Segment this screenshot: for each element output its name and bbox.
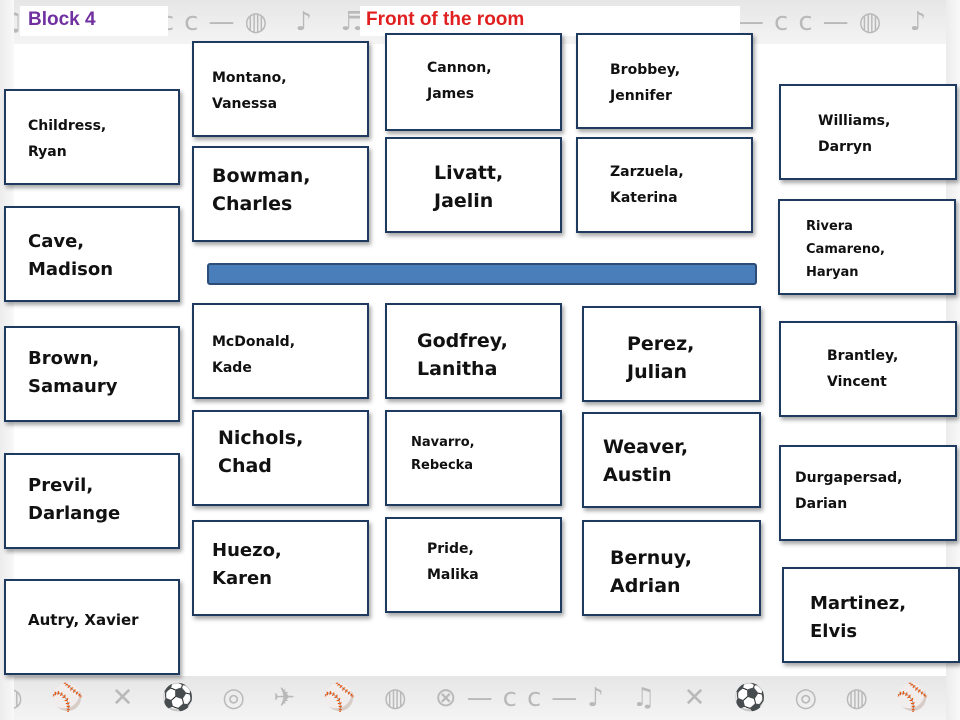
- seat-name: Brantley, Vincent: [827, 348, 899, 390]
- seat-zarzuela: Zarzuela, Katerina: [576, 137, 753, 233]
- seat-name: Huezo, Karen: [212, 540, 282, 589]
- block-label-box: [20, 6, 168, 36]
- seat-name: Godfrey, Lanitha: [417, 330, 508, 380]
- seat-name: Brobbey, Jennifer: [610, 62, 681, 104]
- seat-name: Martinez, Elvis: [810, 593, 907, 642]
- seat-brobbey: Brobbey, Jennifer: [576, 33, 753, 129]
- seat-montano: Montano, Vanessa: [192, 41, 369, 137]
- seat-name: Williams, Darryn: [818, 113, 891, 155]
- seat-name: Autry, Xavier: [28, 611, 139, 629]
- seat-name: Livatt, Jaelin: [434, 162, 504, 212]
- seat-name: Durgapersad, Darian: [795, 470, 903, 512]
- seat-cannon: Cannon, James: [385, 33, 562, 131]
- seat-childress: Childress, Ryan: [4, 89, 180, 185]
- seat-name: Bowman, Charles: [212, 165, 311, 215]
- seat-weaver: Weaver, Austin: [582, 412, 761, 508]
- seat-name: Cave, Madison: [28, 231, 114, 280]
- seat-rivera: Rivera Camareno, Haryan: [778, 199, 956, 295]
- seat-name: Weaver, Austin: [603, 436, 689, 486]
- seat-name: Zarzuela, Katerina: [610, 164, 684, 206]
- seat-name: Brown, Samaury: [28, 348, 118, 397]
- seat-pride: Pride, Malika: [385, 517, 562, 613]
- seat-name: Previl, Darlange: [28, 475, 121, 524]
- block-label: Block 4: [28, 9, 96, 30]
- seat-godfrey: Godfrey, Lanitha: [385, 303, 562, 399]
- seat-cave: Cave, Madison: [4, 206, 180, 302]
- seat-previl: Previl, Darlange: [4, 453, 180, 549]
- front-label-box: [360, 6, 740, 36]
- seat-durgapersad: Durgapersad, Darian: [779, 445, 957, 541]
- seat-bernuy: Bernuy, Adrian: [582, 520, 761, 616]
- seat-name: Perez, Julian: [627, 333, 695, 383]
- decorative-border-bottom: ◍ ⚾ ✕ ⚽ ◎ ✈ ⚾ ◍ ⊗—cc—♪ ♫ ✕ ⚽ ◎ ◍ ⚾: [0, 676, 960, 720]
- teacher-desk: [207, 263, 757, 285]
- seat-brantley: Brantley, Vincent: [779, 321, 957, 417]
- seat-name: Bernuy, Adrian: [610, 547, 692, 597]
- seat-perez: Perez, Julian: [582, 306, 761, 402]
- seat-name: Navarro, Rebecka: [411, 435, 475, 473]
- seat-name: McDonald, Kade: [212, 334, 296, 376]
- seat-williams: Williams, Darryn: [779, 84, 957, 180]
- seat-name: Pride, Malika: [427, 541, 479, 583]
- seat-navarro: Navarro, Rebecka: [385, 410, 562, 506]
- seat-huezo: Huezo, Karen: [192, 520, 369, 616]
- seat-autry: Autry, Xavier: [4, 579, 180, 675]
- seat-name: Rivera Camareno, Haryan: [806, 219, 885, 280]
- seat-name: Montano, Vanessa: [212, 70, 287, 112]
- seat-bowman: Bowman, Charles: [192, 146, 369, 242]
- seat-livatt: Livatt, Jaelin: [385, 137, 562, 233]
- seat-martinez: Martinez, Elvis: [782, 567, 960, 663]
- seat-name: Nichols, Chad: [218, 427, 304, 477]
- seat-brown: Brown, Samaury: [4, 326, 180, 422]
- front-of-room-label: Front of the room: [366, 9, 525, 30]
- seat-name: Childress, Ryan: [28, 118, 107, 160]
- seat-nichols: Nichols, Chad: [192, 410, 369, 506]
- seat-name: Cannon, James: [427, 60, 492, 102]
- seat-mcdonald: McDonald, Kade: [192, 303, 369, 399]
